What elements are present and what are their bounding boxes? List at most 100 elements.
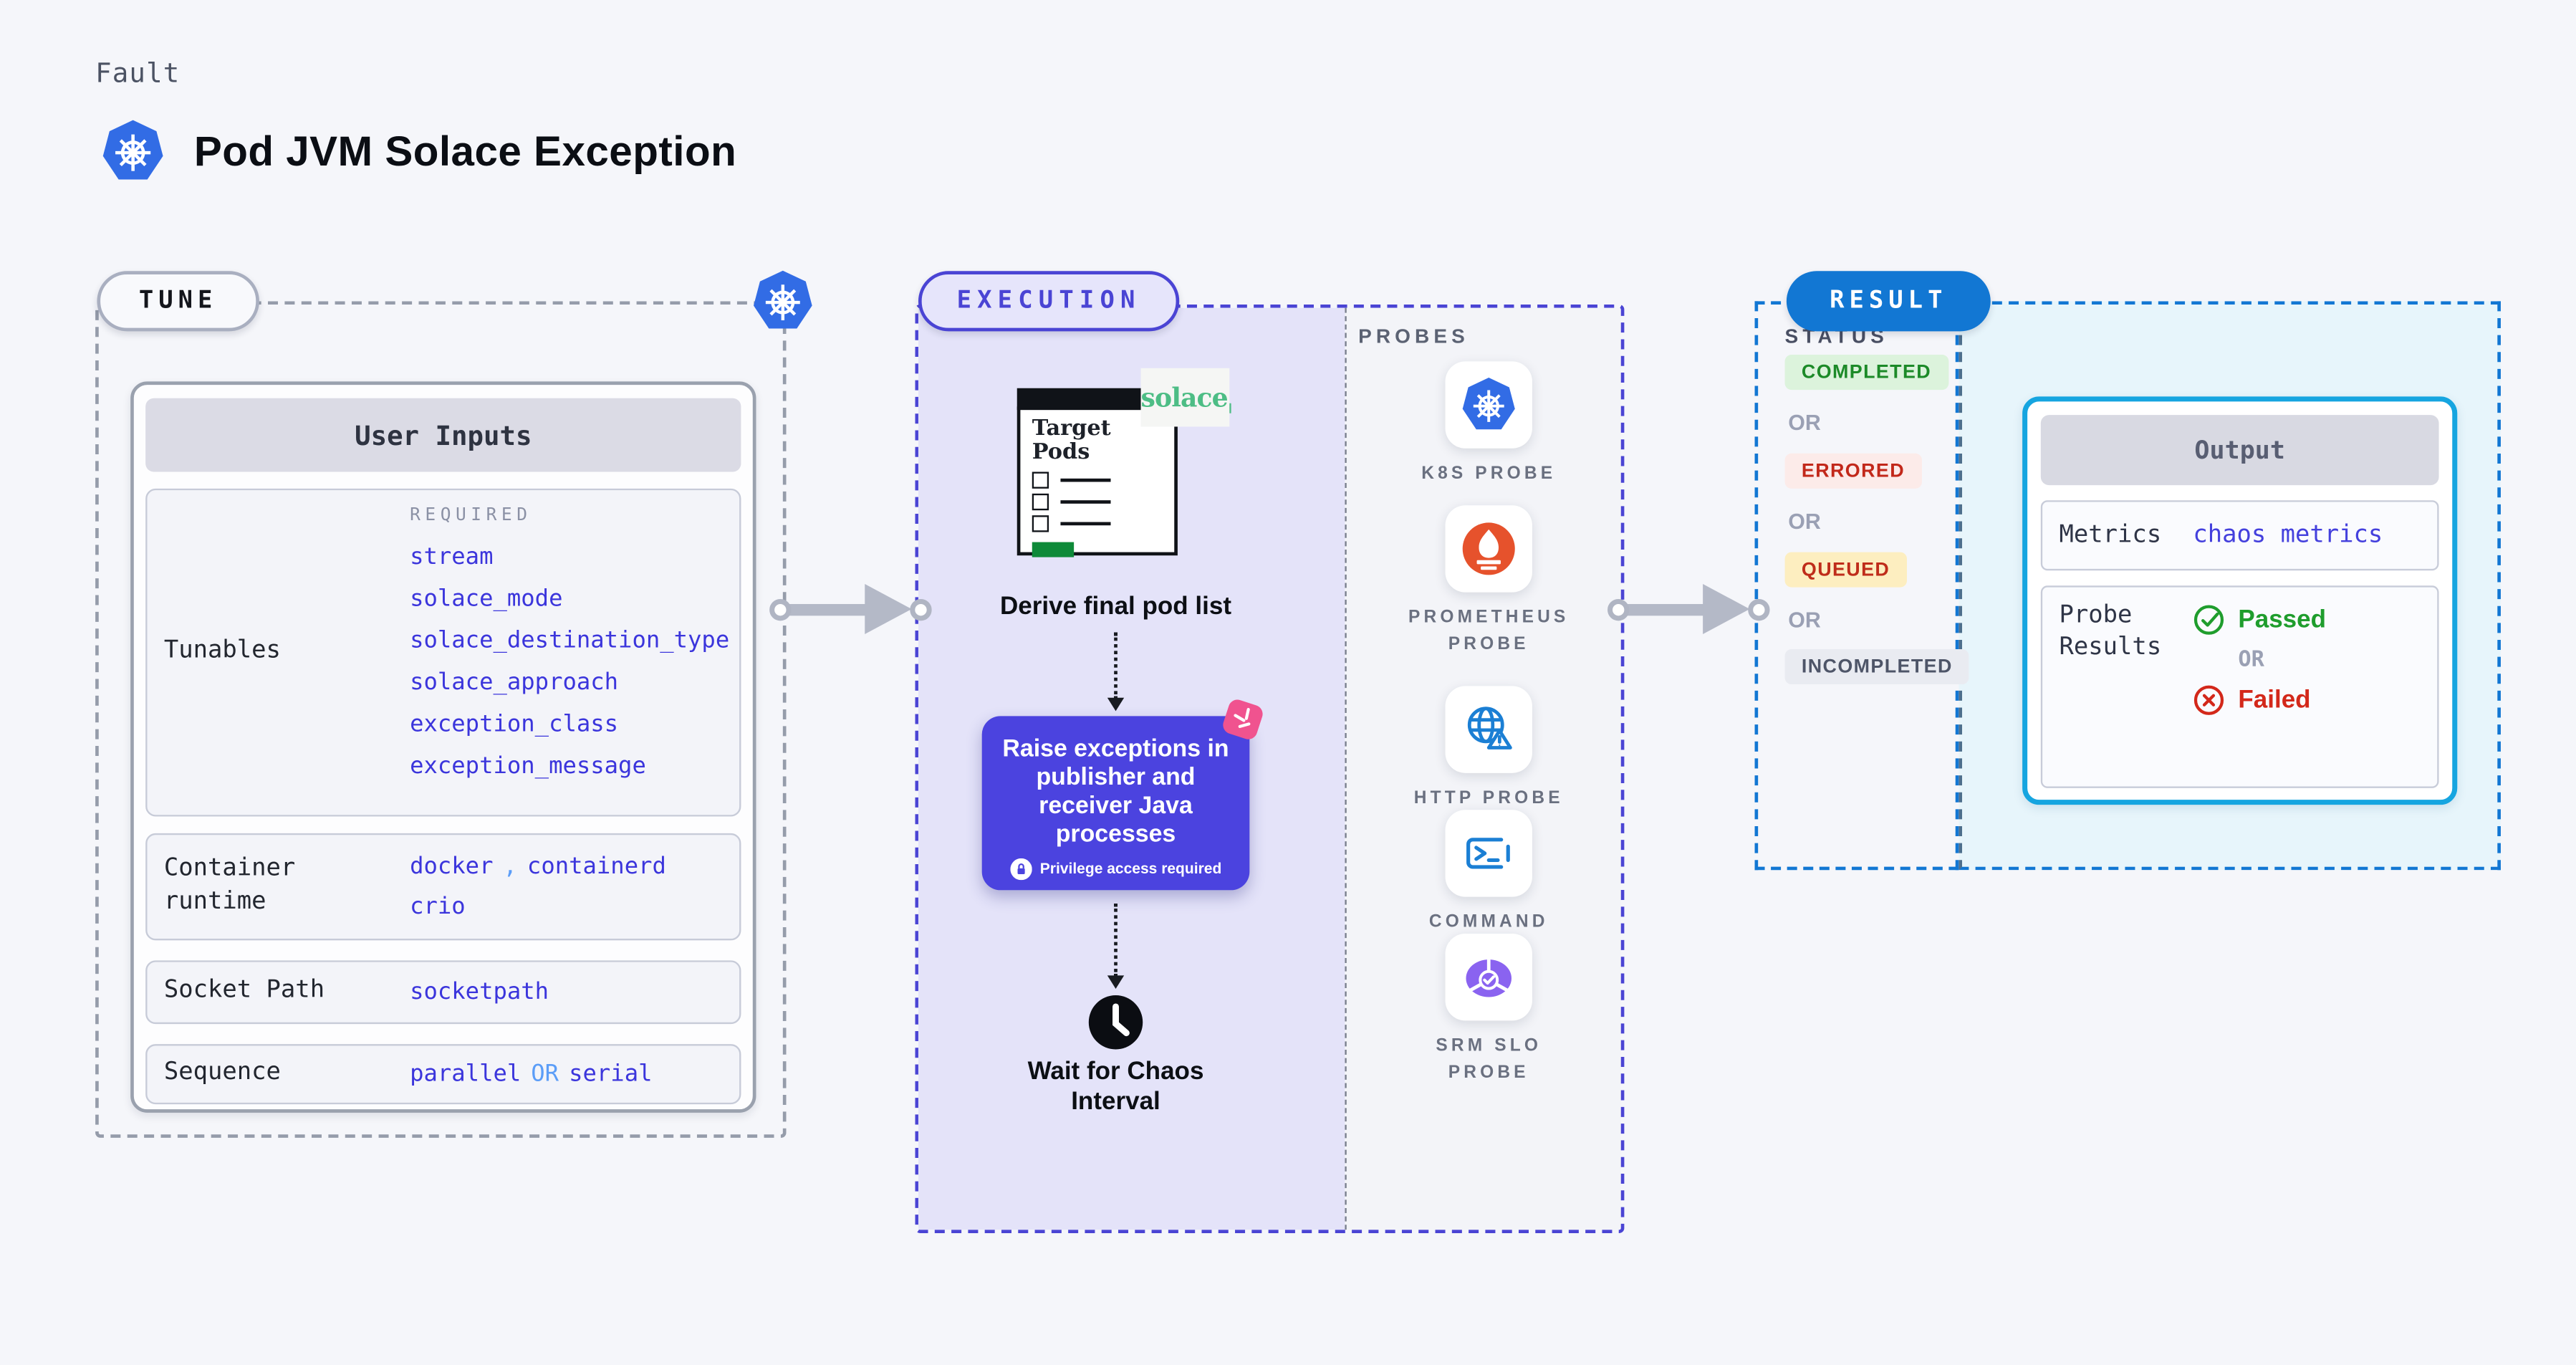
socket-path-value: socketpath: [410, 979, 549, 1006]
passed-label: Passed: [2238, 605, 2327, 635]
container-runtime-row: Container runtime docker , containerd cr…: [145, 833, 741, 941]
chaos-icon: [1218, 694, 1268, 744]
pod-list-item: [1032, 494, 1174, 511]
output-card: Output Metrics chaos metrics Probe Resul…: [2022, 396, 2458, 805]
solace-logo: solace: [1140, 368, 1230, 427]
probe-item-srm-slo: SRM SLO PROBE: [1355, 933, 1623, 1087]
lock-icon: [1009, 858, 1032, 880]
tune-section-pill: TUNE: [97, 271, 259, 332]
flow-arrow-right: [1607, 583, 1770, 635]
or-label: OR: [1788, 607, 1821, 633]
output-header: Output: [2040, 415, 2439, 486]
page-title-row: Pod JVM Solace Exception: [100, 119, 736, 188]
kubernetes-icon: [751, 269, 814, 336]
privilege-note-text: Privilege access required: [1039, 860, 1222, 878]
or-separator: OR: [531, 1060, 559, 1088]
failed-result: Failed: [2193, 684, 2326, 716]
probe-label: K8S PROBE: [1421, 463, 1557, 484]
status-badge-errored: ERRORED: [1784, 453, 1922, 489]
prometheus-icon: [1445, 505, 1532, 593]
kubernetes-icon: [100, 119, 165, 188]
status-badge-queued: QUEUED: [1784, 552, 1907, 588]
probe-item-http: HTTP PROBE: [1355, 686, 1623, 812]
sequence-label: Sequence: [163, 1059, 281, 1086]
container-runtime-values: docker , containerd crio: [410, 835, 666, 939]
flow-arrow-right: [769, 583, 932, 635]
check-circle-icon: [2193, 605, 2224, 635]
solace-logo-text: solace: [1140, 381, 1229, 413]
clock-icon: [1087, 994, 1144, 1050]
tunable-value: stream: [410, 543, 494, 571]
privilege-note: Privilege access required: [997, 858, 1235, 880]
tunable-value: exception_class: [410, 711, 619, 738]
http-globe-warning-icon: [1445, 686, 1532, 773]
container-runtime-label: Container runtime: [163, 856, 296, 916]
arrow-head: [865, 583, 912, 635]
socket-path-row: Socket Path socketpath: [145, 960, 741, 1025]
list-line: [1060, 522, 1111, 526]
srm-slo-gauge-icon: [1445, 933, 1532, 1021]
metrics-label: Metrics: [2059, 521, 2162, 548]
sequence-value: serial: [569, 1060, 653, 1088]
sequence-row: Sequence parallel OR serial: [145, 1044, 741, 1105]
or-label: OR: [1788, 410, 1821, 436]
tunable-value: exception_message: [410, 752, 646, 780]
runtime-value: docker: [410, 853, 494, 881]
probe-label: HTTP PROBE: [1413, 787, 1564, 808]
connector-dot: [1607, 598, 1630, 621]
user-inputs-card: User Inputs Tunables REQUIRED stream sol…: [130, 381, 756, 1113]
sequence-values: parallel OR serial: [410, 1060, 652, 1087]
probe-results-label: Probe Results: [2059, 602, 2162, 661]
tunable-value: solace_mode: [410, 585, 563, 613]
checkbox-icon: [1032, 494, 1049, 511]
arrow-shaft: [1623, 603, 1710, 616]
checkbox-icon: [1032, 515, 1049, 532]
probe-label: SRM SLO PROBE: [1436, 1035, 1542, 1083]
user-inputs-header: User Inputs: [145, 398, 741, 472]
probes-title: PROBES: [1358, 325, 1469, 348]
arrow-head: [1703, 583, 1750, 635]
runtime-value: crio: [410, 893, 466, 921]
probe-item-k8s: K8S PROBE: [1355, 361, 1623, 487]
probe-results-row: Probe Results Passed OR Failed: [2040, 585, 2439, 788]
execution-section-pill: EXECUTION: [918, 271, 1180, 332]
socket-path-label: Socket Path: [163, 977, 325, 1005]
pod-list-item: [1032, 515, 1174, 532]
flow-arrow-down: [1106, 903, 1124, 990]
result-section-pill: RESULT: [1786, 271, 1991, 332]
status-badge-completed: COMPLETED: [1784, 355, 1948, 391]
command-terminal-icon: [1445, 810, 1532, 897]
checkbox-icon: [1032, 471, 1049, 489]
action-description: Raise exceptions in publisher and receiv…: [1002, 736, 1229, 848]
target-pods-window: Target Pods: [1016, 388, 1179, 557]
flow-arrow-down: [1106, 632, 1124, 712]
page-title: Pod JVM Solace Exception: [193, 128, 737, 176]
tunable-value: solace_approach: [410, 669, 619, 696]
target-pods-title: Target Pods: [1032, 416, 1111, 466]
probe-results-values: Passed OR Failed: [2193, 600, 2326, 773]
tunables-label: Tunables: [163, 638, 281, 665]
fault-kicker: Fault: [95, 57, 181, 89]
metrics-row: Metrics chaos metrics: [2040, 500, 2439, 571]
passed-result: Passed: [2193, 604, 2326, 636]
or-label: OR: [2238, 647, 2264, 673]
probe-label: PROMETHEUS PROBE: [1408, 607, 1570, 655]
tunables-row: Tunables REQUIRED stream solace_mode sol…: [145, 488, 741, 817]
metrics-value: chaos metrics: [2193, 522, 2383, 549]
status-badge-incompleted: INCOMPLETED: [1784, 649, 1970, 685]
failed-label: Failed: [2238, 686, 2311, 715]
connector-dot: [1748, 598, 1770, 621]
derive-pod-list-label: Derive final pod list: [999, 592, 1232, 621]
probe-item-prometheus: PROMETHEUS PROBE: [1355, 505, 1623, 658]
list-line: [1060, 500, 1111, 504]
wait-interval-label: Wait for Chaos Interval: [1027, 1057, 1204, 1116]
or-label: OR: [1788, 508, 1821, 534]
connector-dot: [910, 598, 932, 621]
value-separator: ,: [503, 853, 517, 881]
connector-dot: [769, 598, 792, 621]
tune-section-outline: [95, 301, 787, 1138]
list-line: [1060, 478, 1111, 482]
tunables-values: REQUIRED stream solace_mode solace_desti…: [410, 490, 729, 815]
runtime-value: containerd: [527, 853, 666, 881]
